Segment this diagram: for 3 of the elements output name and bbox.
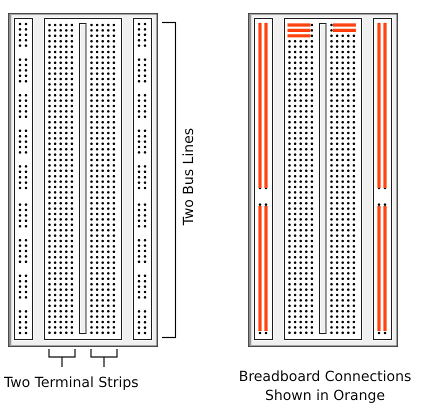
bracket-label: Two Bus Lines xyxy=(180,128,198,226)
bracket-label: Two Terminal Strips xyxy=(4,374,139,393)
caption: Breadboard Connections Shown in Orange xyxy=(238,368,412,406)
